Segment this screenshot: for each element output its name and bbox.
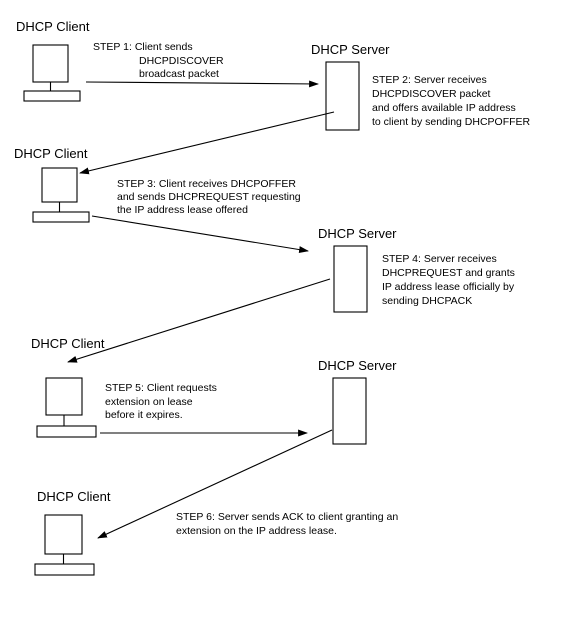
server-icon bbox=[325, 61, 360, 131]
client-1-label: DHCP Client bbox=[16, 19, 90, 34]
client-1: DHCP Client bbox=[16, 19, 90, 102]
arrow-step-2 bbox=[79, 111, 335, 175]
server-2: DHCP Server bbox=[318, 226, 397, 313]
step-1-text: STEP 1: Client sends DHCPDISCOVER broadc… bbox=[93, 41, 227, 80]
client-3: DHCP Client bbox=[31, 336, 105, 438]
arrow-step-3 bbox=[91, 215, 309, 253]
step-6-text: STEP 6: Server sends ACK to client grant… bbox=[176, 511, 401, 537]
server-2-label: DHCP Server bbox=[318, 226, 397, 241]
computer-icon bbox=[32, 167, 90, 223]
step-2-text: STEP 2: Server receives DHCPDISCOVER pac… bbox=[372, 74, 531, 128]
client-4-label: DHCP Client bbox=[37, 489, 111, 504]
arrow-step-4 bbox=[67, 278, 331, 363]
client-3-label: DHCP Client bbox=[31, 336, 105, 351]
server-icon bbox=[332, 377, 367, 445]
server-1: DHCP Server bbox=[311, 42, 390, 131]
client-2: DHCP Client bbox=[14, 146, 90, 223]
step-5-text: STEP 5: Client requests extension on lea… bbox=[105, 382, 220, 421]
arrow-step-6 bbox=[97, 429, 333, 539]
step-3-text: STEP 3: Client receives DHCPOFFER and se… bbox=[117, 178, 304, 216]
client-4: DHCP Client bbox=[34, 489, 111, 576]
server-1-label: DHCP Server bbox=[311, 42, 390, 57]
computer-icon bbox=[23, 44, 81, 102]
server-3-label: DHCP Server bbox=[318, 358, 397, 373]
server-icon bbox=[333, 245, 368, 313]
computer-icon bbox=[36, 377, 97, 438]
step-4-text: STEP 4: Server receives DHCPREQUEST and … bbox=[382, 253, 518, 307]
client-2-label: DHCP Client bbox=[14, 146, 88, 161]
server-3: DHCP Server bbox=[318, 358, 397, 445]
arrow-step-1 bbox=[85, 80, 319, 88]
computer-icon bbox=[34, 514, 95, 576]
